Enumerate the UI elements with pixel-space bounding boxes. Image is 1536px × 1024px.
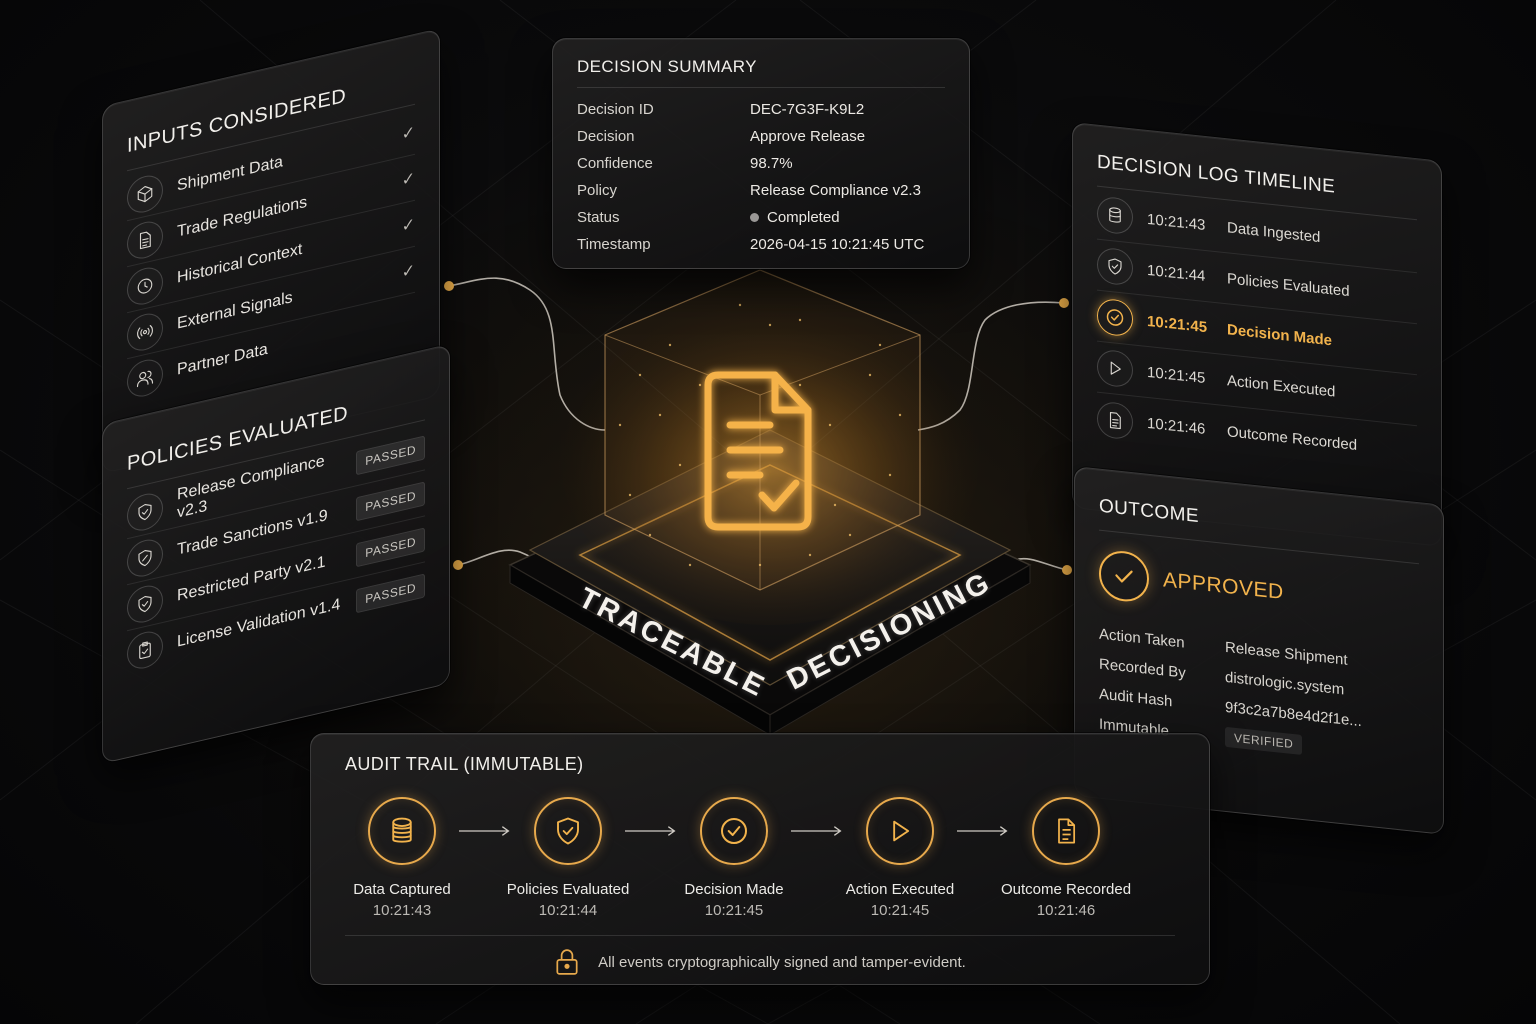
policy-item-trade-sanctions[interactable]: Trade Sanctions v1.9 PASSED bbox=[127, 470, 425, 586]
policy-item-release-compliance[interactable]: Release Compliance v2.3 PASSED bbox=[127, 424, 425, 540]
shield-check-icon bbox=[127, 489, 163, 534]
passed-badge: PASSED bbox=[356, 526, 425, 567]
passed-badge: PASSED bbox=[356, 573, 425, 614]
panel-title: AUDIT TRAIL (IMMUTABLE) bbox=[345, 754, 1175, 775]
divider bbox=[345, 935, 1175, 936]
document-icon bbox=[1097, 400, 1133, 440]
check-icon: ✓ bbox=[401, 169, 415, 190]
document-icon bbox=[1032, 797, 1100, 865]
timeline-item-policies-evaluated[interactable]: 10:21:44 Policies Evaluated bbox=[1097, 239, 1417, 325]
users-icon bbox=[127, 355, 163, 401]
check-circle-icon bbox=[1099, 548, 1149, 604]
policies-evaluated-panel: POLICIES EVALUATED Release Compliance v2… bbox=[102, 343, 450, 764]
arrow-right-icon bbox=[459, 825, 511, 837]
audit-step-outcome-recorded[interactable]: Outcome Recorded 10:21:46 bbox=[1001, 797, 1131, 919]
passed-badge: PASSED bbox=[356, 434, 425, 475]
audit-footer-text: All events cryptographically signed and … bbox=[598, 953, 966, 971]
input-item-shipment-data[interactable]: Shipment Data ✓ bbox=[127, 108, 415, 222]
play-icon bbox=[866, 797, 934, 865]
decision-log-timeline-panel: DECISION LOG TIMELINE 10:21:43 Data Inge… bbox=[1072, 122, 1442, 547]
audit-title-suffix: (IMMUTABLE) bbox=[463, 754, 584, 774]
inputs-considered-panel: INPUTS CONSIDERED Shipment Data ✓ Trade … bbox=[102, 27, 440, 474]
arrow-right-icon bbox=[957, 825, 1009, 837]
check-circle-icon bbox=[700, 797, 768, 865]
check-icon: ✓ bbox=[401, 123, 415, 144]
arrow-right-icon bbox=[625, 825, 677, 837]
lock-icon bbox=[556, 949, 578, 975]
audit-title: AUDIT TRAIL bbox=[345, 754, 459, 774]
audit-step-policies-evaluated[interactable]: Policies Evaluated 10:21:44 bbox=[507, 797, 629, 919]
shield-check-icon bbox=[127, 581, 163, 626]
timeline-item-outcome-recorded[interactable]: 10:21:46 Outcome Recorded bbox=[1097, 393, 1417, 478]
play-icon bbox=[1097, 348, 1133, 389]
status-dot-icon bbox=[750, 213, 759, 222]
audit-footer: All events cryptographically signed and … bbox=[345, 948, 1175, 976]
timeline-item-decision-made[interactable]: 10:21:45 Decision Made bbox=[1097, 290, 1417, 376]
divider bbox=[577, 87, 945, 88]
panel-title: OUTCOME bbox=[1099, 495, 1199, 528]
traceable-decisioning-cube bbox=[470, 265, 1070, 745]
audit-step-data-captured[interactable]: Data Captured 10:21:43 bbox=[345, 797, 459, 919]
document-check-icon bbox=[704, 371, 812, 531]
approved-status: APPROVED bbox=[1099, 548, 1419, 633]
policy-item-restricted-party[interactable]: Restricted Party v2.1 PASSED bbox=[127, 516, 425, 632]
verified-badge: VERIFIED bbox=[1225, 726, 1303, 755]
clipboard-check-icon bbox=[127, 627, 163, 673]
panel-title: DECISION SUMMARY bbox=[577, 57, 757, 76]
audit-step-action-executed[interactable]: Action Executed 10:21:45 bbox=[843, 797, 957, 919]
check-icon: ✓ bbox=[401, 261, 415, 282]
audit-step-decision-made[interactable]: Decision Made 10:21:45 bbox=[677, 797, 791, 919]
document-icon bbox=[127, 217, 163, 262]
arrow-right-icon bbox=[791, 825, 843, 837]
check-icon: ✓ bbox=[401, 215, 415, 236]
approved-label: APPROVED bbox=[1163, 568, 1284, 605]
clock-icon bbox=[127, 263, 163, 308]
input-item-partner-data[interactable]: Partner Data bbox=[127, 293, 415, 405]
check-circle-icon bbox=[1097, 297, 1133, 338]
database-icon bbox=[368, 797, 436, 865]
input-item-external-signals[interactable]: External Signals ✓ bbox=[127, 246, 415, 360]
signal-icon bbox=[127, 309, 163, 354]
shield-icon bbox=[1097, 246, 1133, 287]
input-item-historical-context[interactable]: Historical Context ✓ bbox=[127, 200, 415, 314]
status-badge: Completed bbox=[767, 209, 840, 226]
policy-item-license-validation[interactable]: License Validation v1.4 PASSED bbox=[127, 562, 425, 677]
passed-badge: PASSED bbox=[356, 480, 425, 521]
audit-steps: Data Captured 10:21:43 Policies Evaluate… bbox=[345, 797, 1175, 919]
audit-trail-panel: AUDIT TRAIL (IMMUTABLE) Data Captured 10… bbox=[310, 733, 1210, 985]
database-icon bbox=[1097, 195, 1133, 236]
cube-icon bbox=[127, 171, 163, 216]
timeline-item-data-ingested[interactable]: 10:21:43 Data Ingested bbox=[1097, 188, 1417, 274]
input-item-trade-regulations[interactable]: Trade Regulations ✓ bbox=[127, 154, 415, 268]
timeline-item-action-executed[interactable]: 10:21:45 Action Executed bbox=[1097, 341, 1417, 427]
shield-icon bbox=[534, 797, 602, 865]
shield-edit-icon bbox=[127, 535, 163, 580]
